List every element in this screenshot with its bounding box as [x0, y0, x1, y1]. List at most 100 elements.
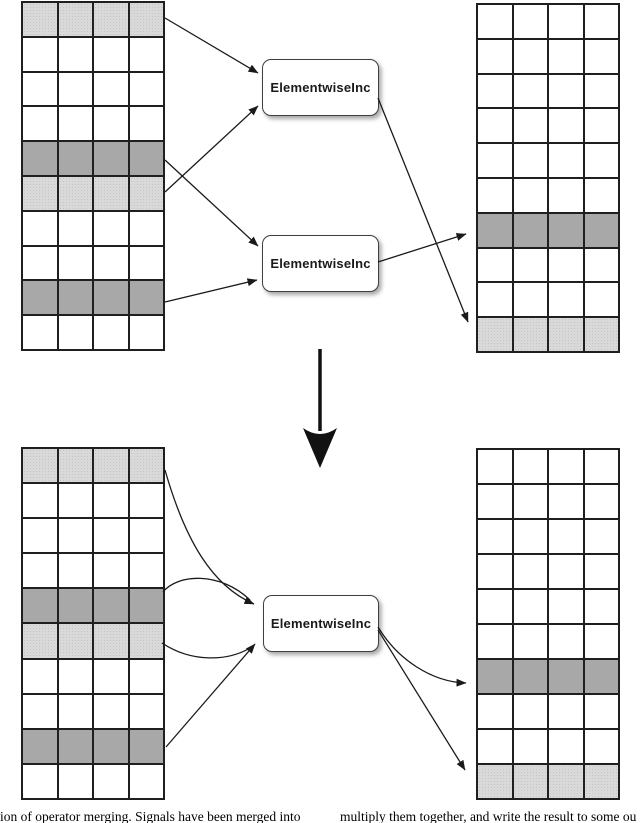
matrix-cell: [584, 283, 618, 317]
matrix-cell: [478, 695, 512, 728]
matrix-cell: [94, 764, 128, 798]
matrix-cell: [478, 39, 512, 73]
matrix-cell: [129, 589, 163, 623]
matrix-cell: [549, 485, 583, 518]
matrix-cell: [478, 660, 512, 693]
arrow-before-row6-to-op1: [164, 105, 259, 193]
matrix-cell: [23, 624, 57, 658]
matrix-cell: [23, 554, 57, 588]
matrix-cell: [513, 39, 547, 73]
matrix-cell: [94, 37, 128, 71]
matrix-cell: [549, 590, 583, 623]
matrix-cell: [584, 5, 618, 38]
matrix-cell: [129, 142, 163, 175]
matrix-cell: [58, 589, 92, 623]
matrix-cell: [584, 765, 618, 798]
matrix-cell: [549, 213, 583, 247]
matrix-cell: [584, 590, 618, 623]
matrix-cell: [549, 520, 583, 553]
matrix-cell: [513, 144, 547, 177]
matrix-cell: [23, 519, 57, 553]
matrix-cell: [549, 74, 583, 108]
arrow-before-row9-to-op2: [164, 278, 258, 303]
transition-arrow-head: [303, 428, 337, 468]
matrix-cell: [478, 5, 512, 38]
matrix-cell: [584, 74, 618, 108]
matrix-cell: [58, 519, 92, 553]
after-output-matrix: [476, 448, 620, 800]
matrix-cell: [94, 316, 128, 349]
matrix-cell: [23, 484, 57, 518]
matrix-cell: [478, 74, 512, 108]
caption-left-fragment: ion of operator merging. Signals have be…: [0, 809, 301, 823]
matrix-cell: [23, 659, 57, 693]
matrix-cell: [584, 485, 618, 518]
matrix-cell: [478, 590, 512, 623]
matrix-cell: [58, 142, 92, 175]
arrow-after-row1-to-op: [164, 469, 255, 605]
matrix-cell: [584, 555, 618, 588]
matrix-cell: [94, 211, 128, 245]
matrix-cell: [478, 109, 512, 143]
matrix-cell: [584, 450, 618, 483]
matrix-cell: [549, 450, 583, 483]
before-operator-label-2: ElementwiseInc: [270, 256, 371, 271]
matrix-cell: [129, 624, 163, 658]
matrix-cell: [129, 694, 163, 728]
matrix-cell: [513, 660, 547, 693]
arrow-before-op1-to-row10: [377, 97, 469, 323]
matrix-cell: [513, 283, 547, 317]
matrix-cell: [478, 144, 512, 177]
matrix-cell: [129, 37, 163, 71]
matrix-cell: [513, 555, 547, 588]
matrix-cell: [23, 246, 57, 280]
matrix-cell: [129, 246, 163, 280]
matrix-cell: [478, 213, 512, 247]
matrix-cell: [478, 178, 512, 212]
matrix-cell: [58, 3, 92, 36]
arrow-after-row9-to-op: [165, 643, 256, 748]
matrix-cell: [94, 694, 128, 728]
matrix-cell: [513, 485, 547, 518]
matrix-cell: [94, 659, 128, 693]
matrix-cell: [23, 3, 57, 36]
arrow-after-row5-to-op: [162, 577, 251, 601]
matrix-cell: [58, 107, 92, 141]
matrix-cell: [23, 316, 57, 349]
matrix-cell: [58, 316, 92, 349]
matrix-cell: [23, 764, 57, 798]
matrix-cell: [513, 109, 547, 143]
matrix-cell: [513, 625, 547, 658]
matrix-cell: [549, 248, 583, 282]
matrix-cell: [129, 211, 163, 245]
matrix-cell: [584, 248, 618, 282]
matrix-cell: [478, 555, 512, 588]
matrix-cell: [478, 283, 512, 317]
matrix-cell: [94, 246, 128, 280]
matrix-cell: [23, 107, 57, 141]
matrix-cell: [94, 107, 128, 141]
matrix-cell: [129, 107, 163, 141]
matrix-cell: [584, 625, 618, 658]
matrix-cell: [23, 449, 57, 483]
before-operator-box-2: ElementwiseInc: [262, 235, 379, 292]
matrix-cell: [513, 520, 547, 553]
matrix-cell: [58, 694, 92, 728]
matrix-cell: [23, 281, 57, 315]
matrix-cell: [549, 695, 583, 728]
matrix-cell: [129, 176, 163, 210]
matrix-cell: [94, 449, 128, 483]
matrix-cell: [94, 142, 128, 175]
matrix-cell: [549, 625, 583, 658]
matrix-cell: [23, 211, 57, 245]
before-operator-box-1: ElementwiseInc: [262, 59, 379, 116]
arrow-after-op-to-row10: [377, 629, 466, 771]
matrix-cell: [549, 730, 583, 763]
caption-right-fragment: multiply them together, and write the re…: [340, 809, 637, 823]
arrow-after-op-to-row7: [377, 626, 467, 687]
matrix-cell: [94, 519, 128, 553]
matrix-cell: [584, 318, 618, 351]
matrix-cell: [94, 729, 128, 763]
matrix-cell: [23, 142, 57, 175]
